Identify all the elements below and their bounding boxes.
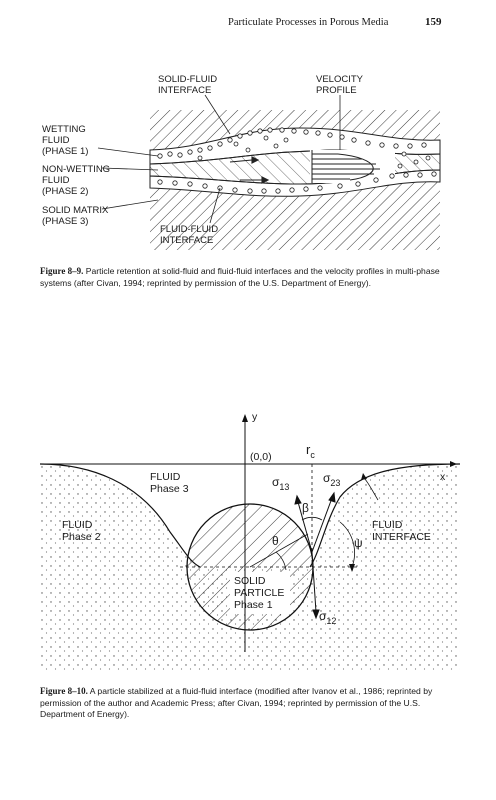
- sigma-23-symbol: σ: [323, 471, 331, 485]
- label-fluid3-2: Phase 3: [150, 483, 189, 495]
- label-theta: θ: [272, 534, 279, 548]
- label-origin: (0,0): [250, 451, 272, 463]
- sigma-13-sub: 13: [279, 482, 289, 492]
- particle-label-background: [230, 572, 290, 614]
- label-r-sub: c: [310, 450, 315, 460]
- label-nonwetting-2: FLUID: [42, 175, 70, 186]
- label-psi: ψ: [354, 536, 363, 550]
- label-solid-fluid-interface-1: SOLID-FLUID: [158, 74, 217, 85]
- flow-arrows: [229, 156, 270, 184]
- figure-8-9-caption: Figure 8–9. Particle retention at solid-…: [40, 266, 452, 289]
- x-axis-arrow: [450, 461, 457, 467]
- figure-8-9-caption-label: Figure 8–9.: [40, 266, 84, 276]
- figure-8-10-caption: Figure 8–10. A particle stabilized at a …: [40, 686, 452, 721]
- theta-arc: [275, 551, 287, 571]
- retained-particles: [157, 127, 437, 194]
- label-wetting-3: (PHASE 1): [42, 146, 88, 157]
- label-solid-matrix-1: SOLID MATRIX: [42, 205, 109, 216]
- label-velocity-profile-2: PROFILE: [316, 85, 357, 96]
- label-fluid2-1: FLUID: [62, 519, 93, 531]
- leader-lines: [97, 94, 341, 224]
- label-r-main: r: [306, 442, 311, 457]
- figure-8-9-diagram: SOLID-FLUID INTERFACE VELOCITY PROFILE W…: [42, 74, 441, 250]
- label-interface-2: INTERFACE: [372, 531, 431, 543]
- sigma-12-symbol: σ: [319, 609, 327, 623]
- label-sigma-12: σ12: [319, 609, 336, 626]
- label-fluid2-2: Phase 2: [62, 531, 101, 543]
- interface-leader-arrow: [361, 473, 367, 480]
- y-axis-arrow: [242, 414, 248, 422]
- figure-8-10-caption-label: Figure 8–10.: [40, 686, 88, 696]
- velocity-profile-arrows: [311, 150, 380, 183]
- figure-8-9-caption-text: Particle retention at solid-fluid and fl…: [40, 266, 440, 288]
- label-solid-matrix-2: (PHASE 3): [42, 216, 88, 227]
- figure-8-10-diagram: y x (0,0) rc FLUID Phase 3 FLUID Phase 2…: [40, 411, 460, 672]
- force-vectors: [294, 491, 336, 620]
- label-particle-2: PARTICLE: [234, 587, 284, 599]
- label-beta: β: [302, 501, 309, 515]
- label-x-axis: x: [440, 471, 446, 483]
- label-y-axis: y: [252, 411, 258, 423]
- label-sigma-13: σ13: [272, 475, 289, 492]
- label-interface-1: FLUID: [372, 519, 403, 531]
- label-nonwetting-3: (PHASE 2): [42, 186, 88, 197]
- radius-line: [249, 533, 309, 568]
- solid-matrix-bottom: [150, 181, 440, 250]
- running-header-title: Particulate Processes in Porous Media: [228, 17, 389, 28]
- beta-arc: [301, 516, 323, 521]
- label-particle-1: SOLID: [234, 575, 266, 587]
- sigma-12-sub: 12: [326, 616, 336, 626]
- sigma-23-sub: 23: [330, 478, 340, 488]
- label-sigma-23: σ23: [323, 471, 340, 488]
- label-wetting-1: WETTING: [42, 124, 86, 135]
- solid-matrix-top: [150, 110, 440, 150]
- label-fluid-fluid-1: FLUID-FLUID: [160, 224, 218, 235]
- sigma-13-symbol: σ: [272, 475, 280, 489]
- figure-8-10-caption-text: A particle stabilized at a fluid-fluid i…: [40, 686, 433, 720]
- label-fluid3-1: FLUID: [150, 471, 181, 483]
- psi-arrow: [349, 564, 355, 572]
- label-nonwetting-1: NON-WETTING: [42, 164, 110, 175]
- label-r-symbol: rc: [306, 442, 315, 460]
- label-velocity-profile-1: VELOCITY: [316, 74, 364, 85]
- label-particle-3: Phase 1: [234, 599, 273, 611]
- label-solid-fluid-interface-2: INTERFACE: [158, 85, 211, 96]
- label-fluid-fluid-2: INTERFACE: [160, 235, 213, 246]
- psi-arc: [339, 521, 355, 568]
- velocity-profile-region: [310, 150, 395, 183]
- label-wetting-2: FLUID: [42, 135, 70, 146]
- page-number: 159: [425, 16, 442, 28]
